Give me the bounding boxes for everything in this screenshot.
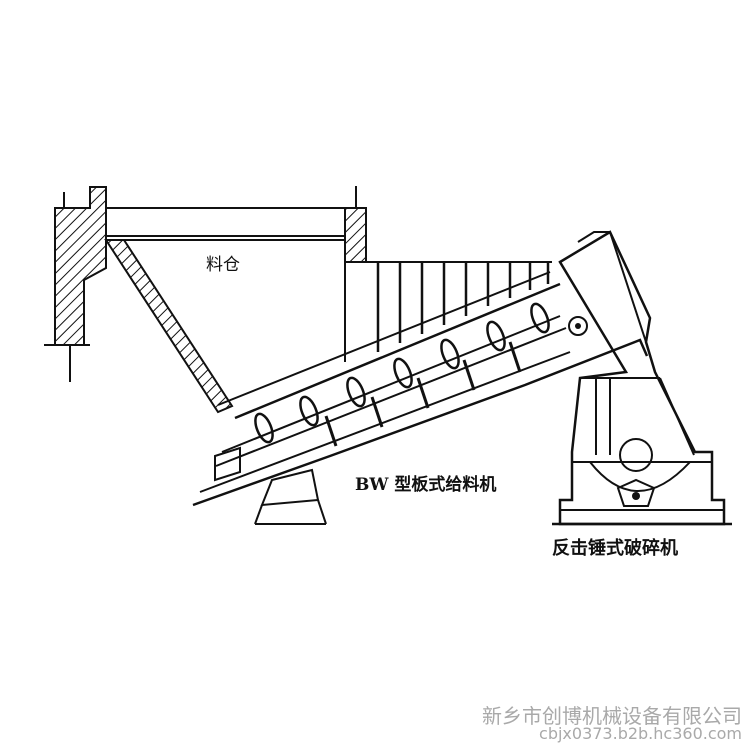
crusher-label: 反击锤式破碎机 xyxy=(552,538,678,559)
feeder-label: BW 型板式给料机 xyxy=(355,475,497,495)
feeder-slats xyxy=(254,302,550,447)
bin-wall-left xyxy=(44,186,107,382)
material-bin xyxy=(104,207,346,414)
feeder-support xyxy=(254,468,327,525)
watermark-company: 新乡市创博机械设备有限公司 xyxy=(482,704,742,728)
impact-crusher xyxy=(552,230,732,526)
bin-wall-right xyxy=(344,186,367,263)
skirt-board xyxy=(366,261,552,352)
watermark-url: cbjx0373.b2b.hc360.com xyxy=(539,724,742,743)
apron-feeder xyxy=(192,271,649,507)
bin-label: 料仓 xyxy=(206,255,240,275)
